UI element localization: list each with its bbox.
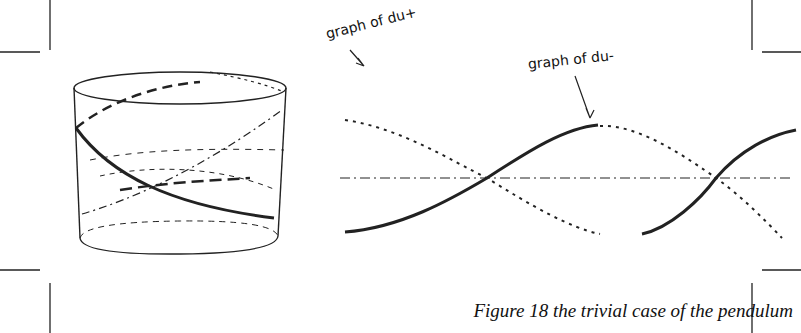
graphs	[340, 50, 796, 238]
cylinder	[74, 72, 286, 254]
curve-label: graph of du-	[527, 47, 614, 72]
figure-caption: Figure 18 the trivial case of the pendul…	[473, 300, 793, 322]
curve-label: graph of du+	[324, 4, 418, 42]
